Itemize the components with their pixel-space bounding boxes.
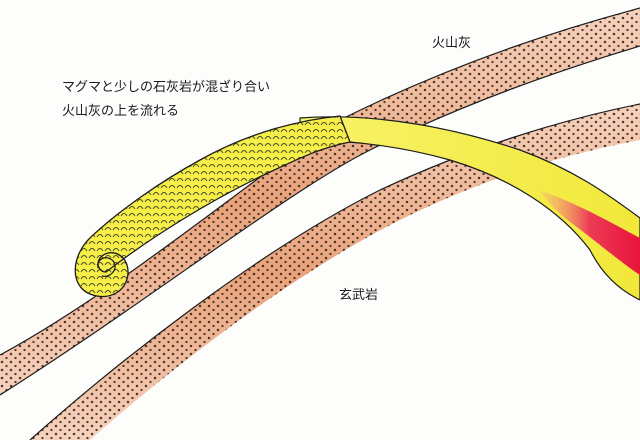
hot-core bbox=[540, 190, 640, 275]
caption-line-2: 火山灰の上を流れる bbox=[62, 104, 180, 119]
magma-tongue bbox=[74, 115, 351, 298]
basalt-body bbox=[0, 200, 330, 420]
lower-ash-band bbox=[29, 103, 640, 440]
curl-tip bbox=[97, 257, 116, 277]
basalt-label: 玄武岩 bbox=[339, 288, 379, 303]
caption-line-1: マグマと少しの石灰岩が混ざり合い bbox=[62, 80, 271, 95]
volcanic-ash-label: 火山灰 bbox=[432, 36, 472, 51]
caption: マグマと少しの石灰岩が混ざり合い 火山灰の上を流れる bbox=[62, 80, 270, 128]
